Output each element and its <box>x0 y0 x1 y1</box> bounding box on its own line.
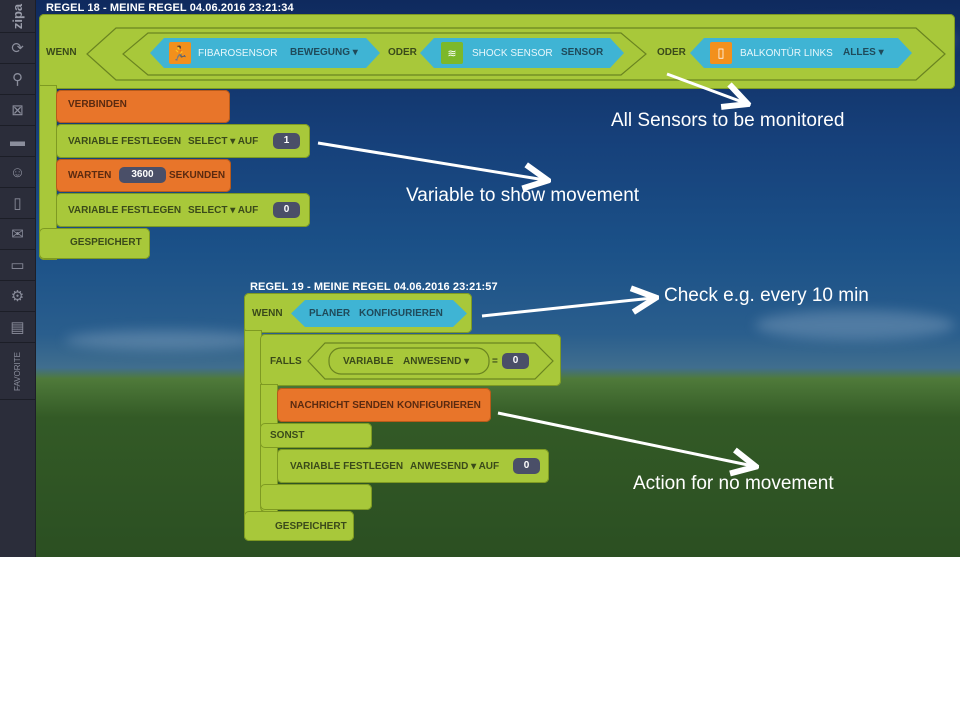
set-variable-label: VARIABLE FESTLEGEN <box>68 136 182 147</box>
rule-19-title: REGEL 19 - MEINE REGEL 04.06.2016 23:21:… <box>250 281 498 293</box>
variable-select-dropdown[interactable]: SELECT ▾ AUF <box>188 136 259 147</box>
wait-label: WARTEN <box>68 170 112 181</box>
set-variable-block-2[interactable] <box>56 193 310 227</box>
rule-18-body-rail <box>39 85 57 260</box>
rule-19-body-rail <box>244 330 262 520</box>
send-message-block[interactable] <box>277 388 491 422</box>
arrow-sensors <box>666 72 745 103</box>
else-set-variable-block[interactable] <box>277 449 549 483</box>
door-icon: ▯ <box>710 42 732 64</box>
or-label-1: ODER <box>388 47 417 58</box>
variable-label: VARIABLE <box>343 356 394 367</box>
rule-18-saved-label: GESPEICHERT <box>70 237 142 248</box>
planner-label: PLANER <box>309 308 351 319</box>
sensor-1-value-dropdown[interactable]: BEWEGUNG ▾ <box>290 47 358 58</box>
save-icon[interactable]: ▤ <box>0 312 35 343</box>
connect-label: VERBINDEN <box>68 99 127 110</box>
device-icon[interactable]: ▯ <box>0 188 35 219</box>
motion-sensor-icon: 🏃 <box>169 42 191 64</box>
users-icon[interactable]: ☺ <box>0 157 35 188</box>
if-block-end <box>260 484 372 510</box>
chevron-down-icon: ▾ <box>352 47 358 58</box>
send-message-configure-link[interactable]: KONFIGURIEREN <box>397 400 481 411</box>
connect-block[interactable] <box>56 90 230 123</box>
sensor-2-value: SENSOR <box>561 47 604 58</box>
else-variable-dropdown[interactable]: ANWESEND ▾ AUF <box>410 461 500 472</box>
rule-18-when-label: WENN <box>46 47 77 58</box>
or-group-outline <box>86 27 946 81</box>
variable-select-dropdown-2[interactable]: SELECT ▾ AUF <box>188 205 259 216</box>
chevron-down-icon: ▾ <box>230 136 236 147</box>
rule-18-saved-footer <box>39 228 150 259</box>
scenes-icon[interactable]: ▬ <box>0 126 35 157</box>
expand-icon[interactable]: ⊠ <box>0 95 35 126</box>
shock-sensor-icon: ≋ <box>441 42 463 64</box>
else-set-variable-label: VARIABLE FESTLEGEN <box>290 461 404 472</box>
refresh-icon[interactable]: ⟳ <box>0 33 35 64</box>
rule-18-title: REGEL 18 - MEINE REGEL 04.06.2016 23:21:… <box>46 2 294 14</box>
chevron-down-icon: ▾ <box>464 356 470 367</box>
sensor-2-name: SHOCK SENSOR <box>472 48 553 59</box>
sidebar: zipa ⟳ ⚲ ⊠ ▬ ☺ ▯ ✉ ▭ ⚙ ▤ FAVORITE <box>0 0 36 557</box>
if-label: FALLS <box>270 356 302 367</box>
if-block-rail <box>260 384 278 512</box>
rule-19-saved-label: GESPEICHERT <box>275 521 347 532</box>
else-label: SONST <box>270 430 305 441</box>
set-value-input-2[interactable]: 0 <box>273 202 300 218</box>
chevron-down-icon: ▾ <box>230 205 236 216</box>
arrow-check <box>481 298 653 318</box>
wait-seconds-input[interactable]: 3600 <box>119 167 166 183</box>
annotation-variable: Variable to show movement <box>406 185 640 206</box>
seconds-label: SEKUNDEN <box>169 170 226 181</box>
rule-19-saved-footer <box>244 511 354 541</box>
annotation-arrows <box>317 72 960 557</box>
planner-trigger[interactable] <box>291 300 467 327</box>
mail-icon[interactable]: ✉ <box>0 219 35 250</box>
condition-outline <box>307 342 554 380</box>
set-variable-label-2: VARIABLE FESTLEGEN <box>68 205 182 216</box>
else-block <box>260 423 372 448</box>
arrow-variable <box>317 141 545 180</box>
sensor-3-value-dropdown[interactable]: ALLES ▾ <box>843 47 884 58</box>
or-label-2: ODER <box>657 47 686 58</box>
planner-configure-link[interactable]: KONFIGURIEREN <box>359 308 443 319</box>
compare-value-input[interactable]: 0 <box>502 353 529 369</box>
arrow-action <box>497 411 753 466</box>
variable-name-dropdown[interactable]: ANWESEND ▾ <box>403 356 470 367</box>
chevron-down-icon: ▾ <box>471 461 477 472</box>
gear-icon[interactable]: ⚙ <box>0 281 35 312</box>
chevron-down-icon: ▾ <box>878 47 884 58</box>
send-message-label: NACHRICHT SENDEN <box>290 400 394 411</box>
sensor-3-name: BALKONTÜR LINKS <box>740 48 833 59</box>
set-variable-block-1[interactable] <box>56 124 310 158</box>
annotation-action: Action for no movement <box>633 473 834 494</box>
else-set-value-input[interactable]: 0 <box>513 458 540 474</box>
annotation-check: Check e.g. every 10 min <box>664 285 869 306</box>
annotation-sensors: All Sensors to be monitored <box>611 110 845 131</box>
search-icon[interactable]: ⚲ <box>0 64 35 95</box>
favorites-tab[interactable]: FAVORITE <box>0 343 35 400</box>
set-value-input-1[interactable]: 1 <box>273 133 300 149</box>
sensor-1-name: FIBAROSENSOR <box>198 48 278 59</box>
rule-19-when-label: WENN <box>252 308 283 319</box>
screen: zipa ⟳ ⚲ ⊠ ▬ ☺ ▯ ✉ ▭ ⚙ ▤ FAVORITE REGEL … <box>0 0 960 557</box>
folder-icon[interactable]: ▭ <box>0 250 35 281</box>
app-logo: zipa <box>0 0 35 33</box>
equals-operator[interactable]: = <box>492 356 498 367</box>
